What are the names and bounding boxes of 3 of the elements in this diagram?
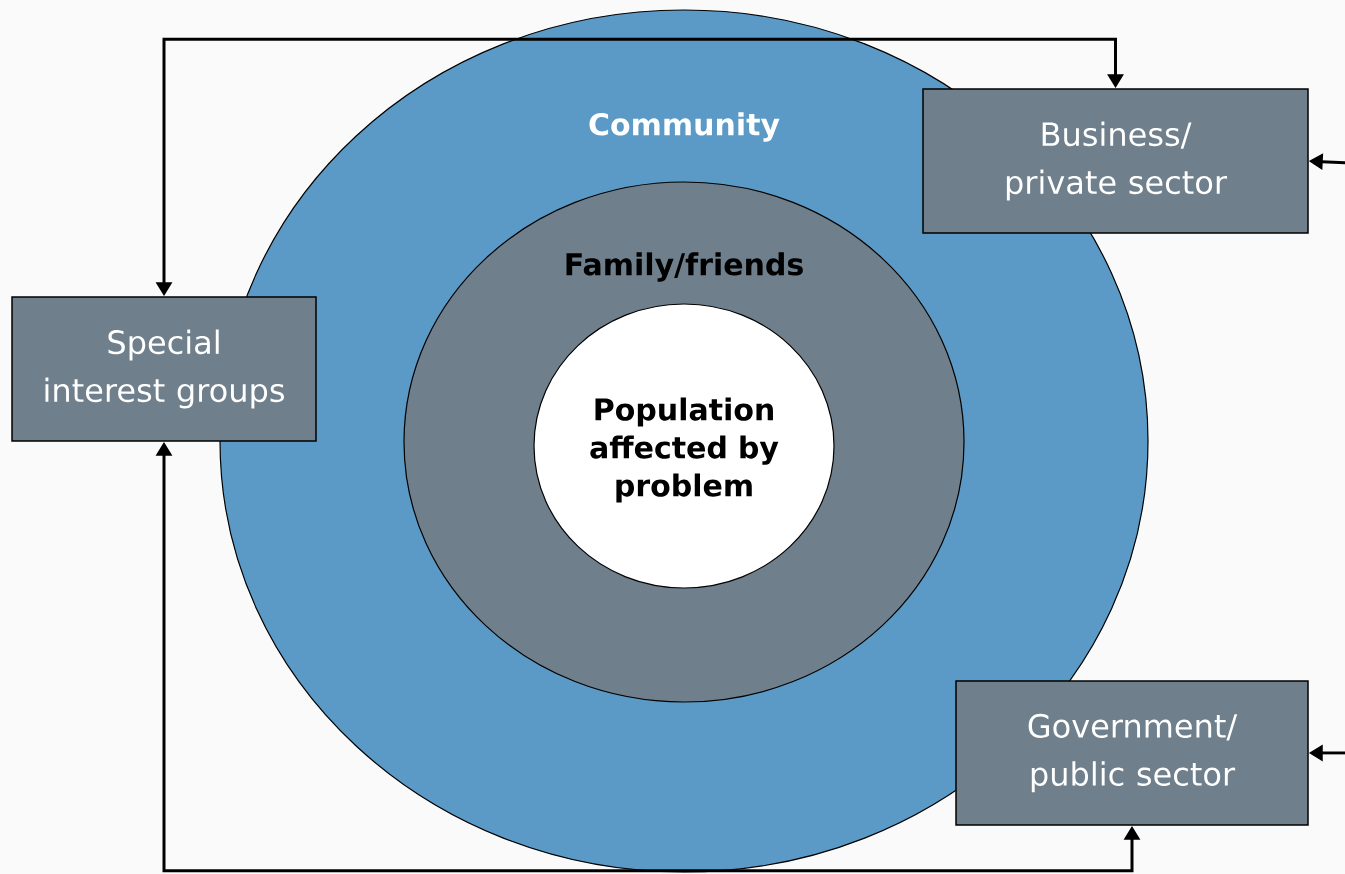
process-box: Government/ public sector [955, 680, 1309, 826]
process-box: Business/ private sector [922, 88, 1309, 234]
process-box: Special interest groups [11, 296, 317, 442]
